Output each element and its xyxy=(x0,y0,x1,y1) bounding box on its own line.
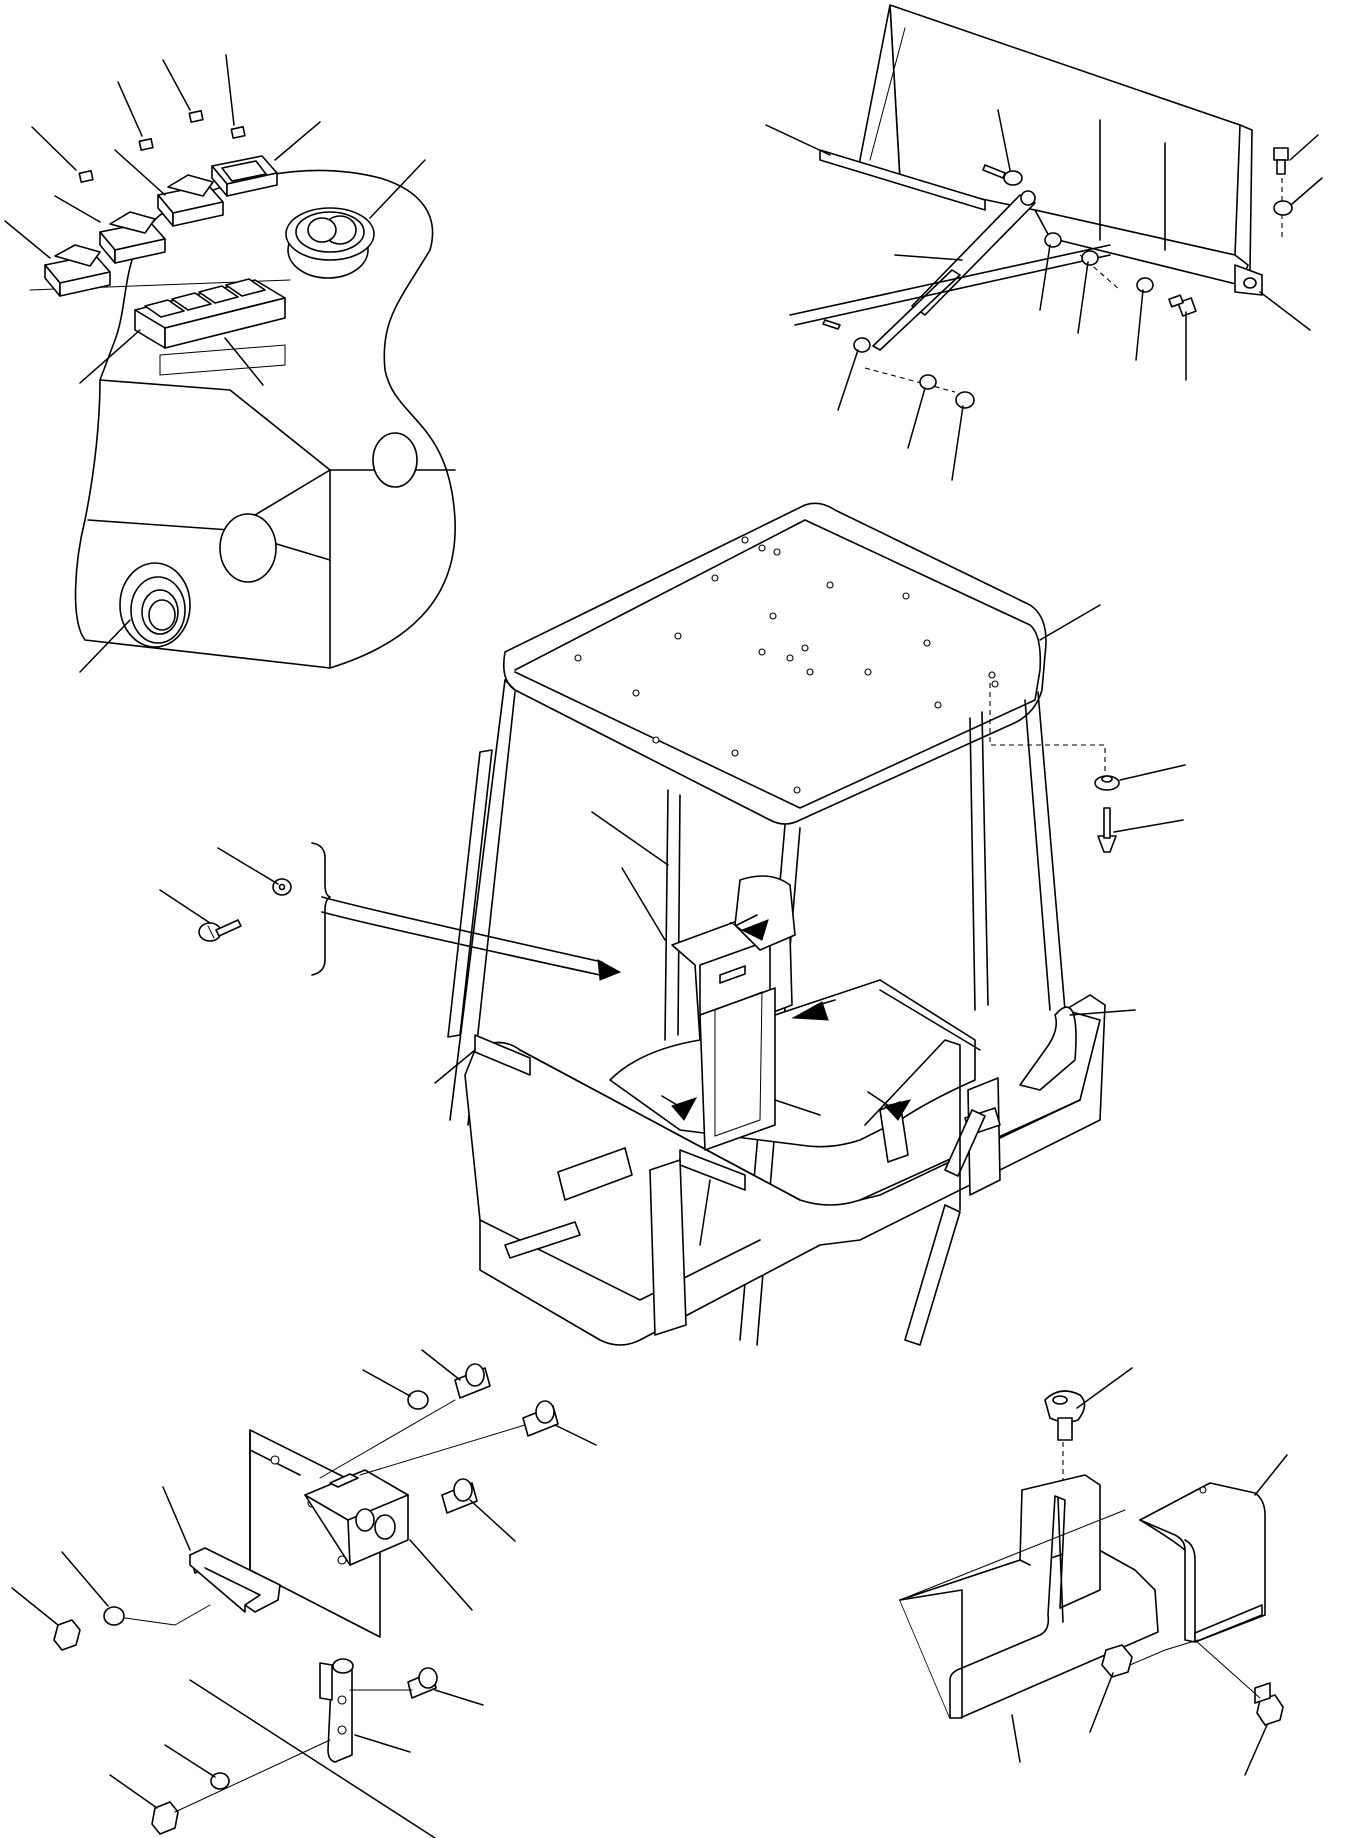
bolt xyxy=(522,1400,559,1437)
bolt xyxy=(1168,294,1197,317)
rocker-switch xyxy=(99,211,166,264)
support-rod xyxy=(819,149,986,211)
nut xyxy=(53,1619,81,1651)
roof-holes xyxy=(574,536,999,794)
washer xyxy=(1273,200,1293,216)
arrow-icon xyxy=(867,1091,912,1121)
door-seal xyxy=(1019,1006,1077,1091)
washer xyxy=(919,374,937,390)
switch-panel-frame xyxy=(134,278,286,349)
screw xyxy=(198,919,242,942)
washer xyxy=(272,878,292,896)
clip xyxy=(474,1034,909,1336)
striker-plate xyxy=(319,1658,354,1763)
knob xyxy=(1044,1390,1086,1441)
arrow-icon xyxy=(661,1095,698,1121)
rubber-grommet xyxy=(119,562,191,648)
bolt xyxy=(1254,1682,1284,1726)
door-lock-assembly-group xyxy=(11,1349,597,1651)
round-switch xyxy=(285,207,375,279)
washer xyxy=(853,337,871,353)
switch-cap xyxy=(78,170,94,183)
washer xyxy=(1136,277,1154,293)
arrow-icon xyxy=(791,999,836,1021)
nut xyxy=(955,391,975,409)
nut xyxy=(151,1801,179,1835)
washer xyxy=(103,1606,125,1626)
striker-plate-assembly-group xyxy=(109,1658,484,1838)
switch-cap xyxy=(230,126,246,139)
cab-frame xyxy=(447,679,1106,1346)
cab-roof xyxy=(502,502,1047,825)
bolt xyxy=(407,1667,438,1699)
washer xyxy=(1003,170,1023,186)
rocker-switch xyxy=(211,155,278,197)
sun-visor xyxy=(857,4,1263,296)
washer xyxy=(1094,775,1120,791)
bolt xyxy=(1273,147,1289,175)
bolt xyxy=(454,1363,491,1399)
latch xyxy=(304,1469,409,1566)
cover xyxy=(899,1474,1159,1719)
switch-console-group xyxy=(4,54,456,673)
operator-cab-group xyxy=(159,502,1186,1346)
arrow-icon xyxy=(729,914,769,941)
nut xyxy=(1101,1644,1133,1678)
sun-visor-assembly-group xyxy=(765,4,1323,481)
switch-cap xyxy=(188,110,204,123)
rocker-switch xyxy=(157,174,224,227)
washer xyxy=(1081,250,1099,266)
screw xyxy=(1097,807,1117,853)
hinge xyxy=(904,1107,1001,1346)
washer xyxy=(1044,232,1062,248)
bolt xyxy=(441,1478,478,1514)
gas-spring xyxy=(872,190,1036,351)
switch-cap xyxy=(138,138,154,151)
panel xyxy=(1139,1482,1266,1643)
washer xyxy=(407,1390,429,1410)
cover-assembly-group xyxy=(899,1367,1288,1776)
handle xyxy=(189,1547,281,1613)
rocker-switch xyxy=(44,244,111,297)
